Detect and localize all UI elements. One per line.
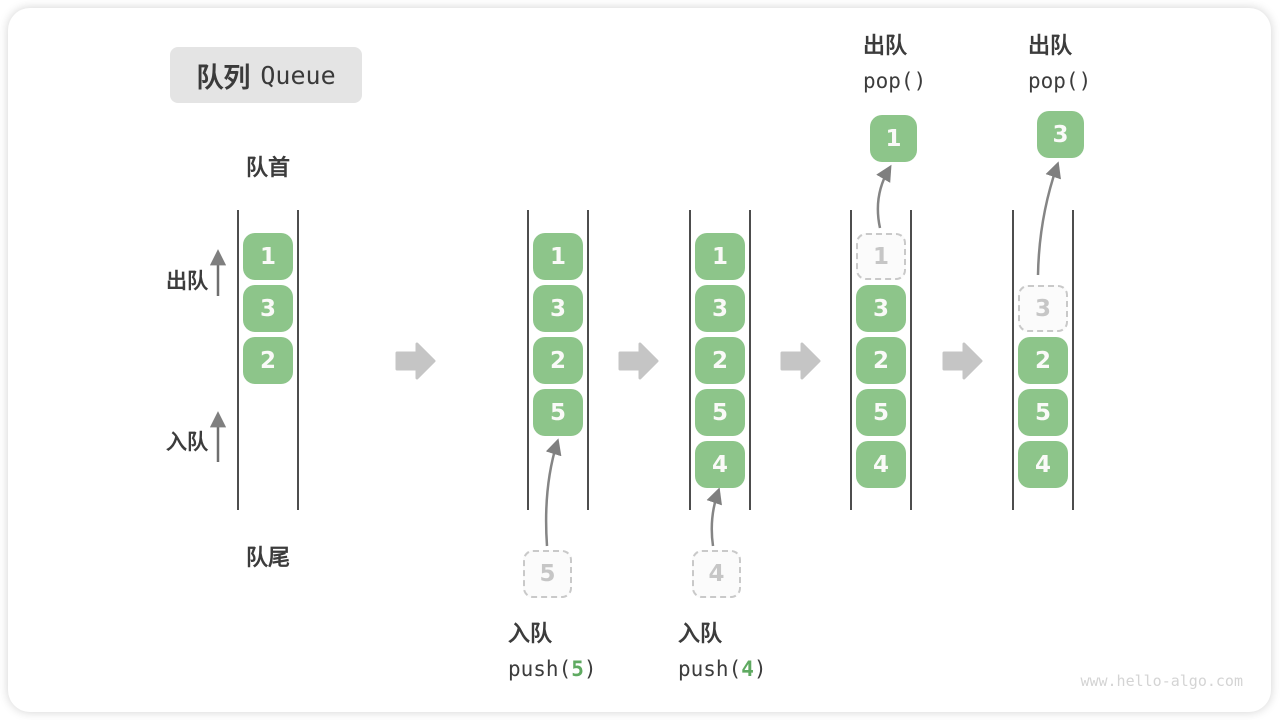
queue-cell: 4: [695, 441, 745, 488]
enqueue-op-label-2: 入队 push(4): [678, 618, 767, 686]
code-arg: 5: [571, 657, 584, 681]
queue-cell: 3: [243, 285, 293, 332]
queue-cell: 4: [856, 441, 906, 488]
popped-value-box: 1: [870, 115, 917, 162]
enqueue-op-code: push(4): [678, 652, 767, 686]
enqueue-side-label: 入队: [166, 430, 208, 454]
code-close: ): [753, 657, 767, 681]
enqueue-op-code: push(5): [508, 652, 597, 686]
title-en: Queue: [260, 60, 336, 90]
queue-cell: 1: [533, 233, 583, 280]
enqueue-op-zh: 入队: [678, 622, 723, 647]
queue-cell: 3: [533, 285, 583, 332]
queue-cell: 4: [1018, 441, 1068, 488]
dequeue-op-zh: 出队: [863, 34, 908, 59]
queue-front-label: 队首: [245, 156, 290, 181]
enqueue-op-zh: 入队: [508, 622, 553, 647]
queue-state-3: 1 3 2 5 4: [689, 210, 751, 510]
queue-cell: 5: [695, 389, 745, 436]
queue-cell: 2: [695, 337, 745, 384]
diagram-card: [8, 8, 1271, 712]
queue-rear-label: 队尾: [245, 546, 290, 571]
code-close: ): [583, 657, 597, 681]
dequeue-side-label: 出队: [166, 269, 208, 293]
dequeue-op-zh: 出队: [1028, 34, 1073, 59]
enqueue-op-label-1: 入队 push(5): [508, 618, 597, 686]
queue-cell: 1: [243, 233, 293, 280]
queue-cell: 2: [533, 337, 583, 384]
watermark: www.hello-algo.com: [1080, 672, 1243, 690]
popped-value-box: 3: [1037, 111, 1084, 158]
queue-cell: 2: [856, 337, 906, 384]
dequeue-op-code: pop(): [863, 69, 927, 93]
dequeue-op-label-1: 出队 pop(): [863, 30, 926, 98]
queue-cell: 5: [856, 389, 906, 436]
dequeue-op-code: pop(): [1028, 69, 1092, 93]
queue-state-5: 3 2 5 4: [1012, 210, 1074, 510]
title-box: 队列 Queue: [170, 47, 362, 103]
queue-state-1: 1 3 2: [237, 210, 299, 510]
dequeue-op-label-2: 出队 pop(): [1028, 30, 1091, 98]
title-zh: 队列: [196, 62, 251, 94]
queue-state-2: 1 3 2 5: [527, 210, 589, 510]
queue-cell: 3: [856, 285, 906, 332]
queue-cell: 3: [695, 285, 745, 332]
removed-cell-ghost: 1: [856, 233, 906, 280]
code-fn: push(: [508, 657, 572, 681]
incoming-value-box: 4: [692, 550, 741, 598]
removed-cell-ghost: 3: [1018, 285, 1068, 332]
queue-state-4: 1 3 2 5 4: [850, 210, 912, 510]
code-fn: push(: [678, 657, 742, 681]
queue-cell: 5: [1018, 389, 1068, 436]
queue-cell: 2: [1018, 337, 1068, 384]
queue-cell: 5: [533, 389, 583, 436]
code-arg: 4: [741, 657, 754, 681]
queue-cell: 2: [243, 337, 293, 384]
queue-cell: 1: [695, 233, 745, 280]
incoming-value-box: 5: [523, 550, 572, 598]
